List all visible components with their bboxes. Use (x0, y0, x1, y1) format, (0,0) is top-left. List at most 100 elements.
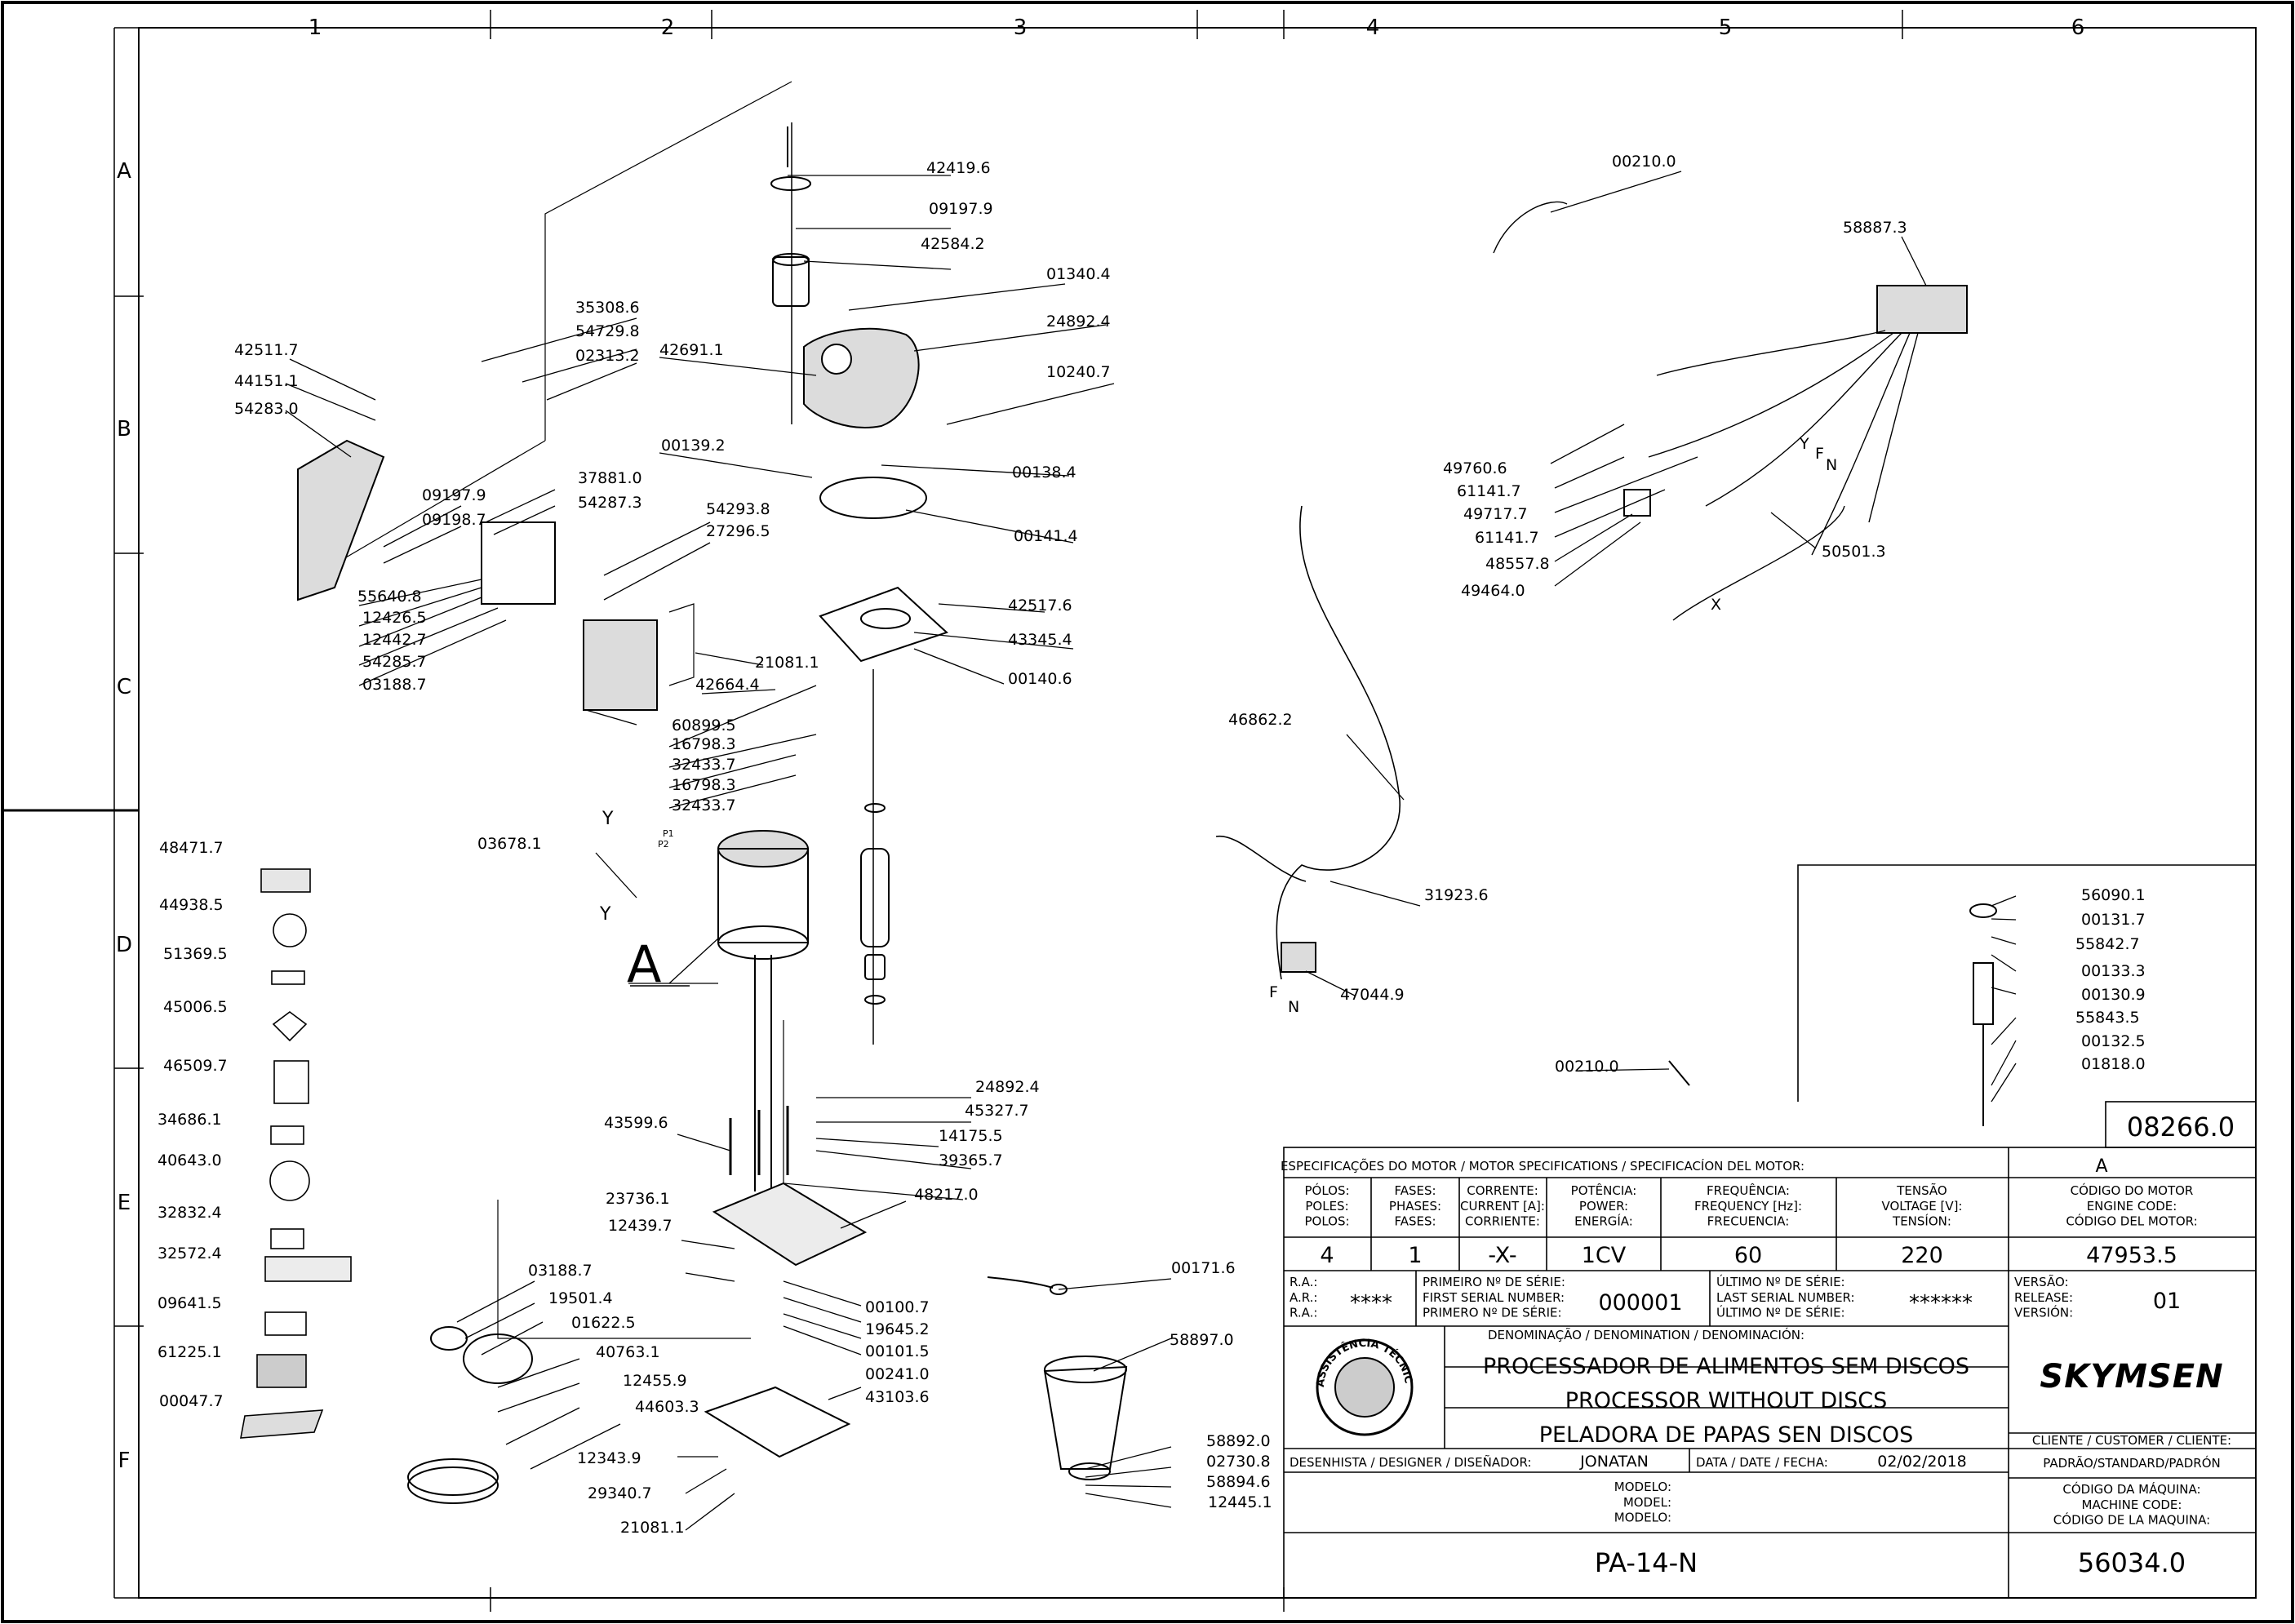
text-line: MODEL: (1623, 1495, 1671, 1510)
wire-letter-y-bottom: Y (599, 904, 611, 925)
text-line: POLOS: (1304, 1214, 1349, 1229)
grid-col-3: 3 (1014, 16, 1028, 40)
callout-47044-9: 47044.9 (1340, 986, 1405, 1004)
callout-00131-7: 00131.7 (2081, 911, 2146, 929)
callout-44603-3: 44603.3 (635, 1398, 699, 1416)
callout-42419-6: 42419.6 (926, 159, 991, 177)
text-line: VERSIÓN: (2014, 1305, 2073, 1320)
triangle-warning-icon (272, 1011, 308, 1042)
callout-48217-0: 48217.0 (914, 1186, 979, 1204)
text-line: FREQUÊNCIA: (1707, 1183, 1790, 1198)
spec-label-frequency: FREQUÊNCIA:FREQUENCY [Hz]:FRECUENCIA: (1694, 1183, 1802, 1229)
denomination-header: DENOMINAÇÃO / DENOMINATION / DENOMINACIÓ… (1488, 1327, 1804, 1342)
text-line: ENGINE CODE: (2087, 1199, 2177, 1214)
callout-00141-4: 00141.4 (1014, 527, 1078, 545)
callout-32832-4: 32832.4 (158, 1204, 222, 1222)
text-line: CÓDIGO DA MÁQUINA: (2062, 1481, 2200, 1497)
callout-16798-3: 16798.3 (672, 735, 736, 753)
text-line: A.R.: (1290, 1290, 1317, 1305)
machine-code-value: 56034.0 (2078, 1547, 2186, 1578)
model-value: PA-14-N (1595, 1547, 1698, 1578)
warning-label-icon (260, 868, 311, 893)
grid-row-labels: A B C D E F (116, 159, 132, 1473)
motor-spec-values: 4 1 -X- 1CV 60 220 47953.5 (1320, 1243, 2177, 1268)
last-serial-value: ****** (1909, 1291, 1973, 1316)
callout-42511-7: 42511.7 (234, 341, 299, 359)
small-label-icon (270, 1125, 304, 1145)
text-line: TENSÃO (1896, 1183, 1947, 1198)
callout-46509-7: 46509.7 (163, 1057, 228, 1075)
callout-50501-3: 50501.3 (1822, 543, 1886, 561)
wire-designators: Y Y P1 P2 F N Y F N X (599, 435, 1837, 1016)
model-label: MODELO:MODEL:MODELO: (1614, 1480, 1671, 1525)
callout-01818-0: 01818.0 (2081, 1055, 2146, 1073)
callout-58894-6: 58894.6 (1206, 1473, 1271, 1491)
client-label: CLIENTE / CUSTOMER / CLIENTE: (2032, 1433, 2231, 1448)
callout-51369-5: 51369.5 (163, 945, 228, 963)
text-line: FIRST SERIAL NUMBER: (1423, 1290, 1565, 1305)
grid-col-5: 5 (1719, 16, 1733, 40)
callout-32433-7-b: 32433.7 (672, 796, 736, 814)
spec-value-power: 1CV (1582, 1243, 1627, 1268)
callout-58887-3: 58887.3 (1843, 219, 1907, 237)
callout-32433-7: 32433.7 (672, 756, 736, 774)
text-line: VERSÃO: (2014, 1274, 2069, 1289)
wire-letter-y-top: Y (601, 809, 614, 829)
line-label-icon (264, 1311, 307, 1336)
text-line: PRIMEIRO Nº DE SÉRIE: (1423, 1274, 1565, 1289)
callout-19501-4: 19501.4 (548, 1289, 613, 1307)
spec-label-poles: PÓLOS:POLES:POLOS: (1304, 1183, 1349, 1229)
text-line: FASES: (1394, 1214, 1436, 1229)
callout-58897-0: 58897.0 (1170, 1331, 1234, 1349)
wire-letter-x-harness: X (1711, 596, 1721, 614)
wire-letter-y-harness: Y (1799, 435, 1809, 453)
spec-value-poles: 4 (1320, 1243, 1334, 1268)
callout-61225-1: 61225.1 (158, 1343, 222, 1361)
callout-09198-7: 09198.7 (422, 511, 486, 529)
callout-42517-6: 42517.6 (1008, 597, 1072, 615)
callout-32572-4: 32572.4 (158, 1245, 222, 1262)
spec-label-phases: FASES:PHASES:FASES: (1389, 1183, 1441, 1229)
callout-00133-3: 00133.3 (2081, 962, 2146, 980)
wire-letter-f-cord: F (1269, 983, 1278, 1001)
callout-19645-2: 19645.2 (865, 1320, 930, 1338)
callout-24892-4-b: 24892.4 (975, 1078, 1040, 1096)
grid-col-6: 6 (2071, 16, 2085, 40)
callout-00100-7: 00100.7 (865, 1298, 930, 1316)
callout-44938-5: 44938.5 (159, 896, 224, 914)
text-line: ÚLTIMO Nº DE SÉRIE: (1716, 1305, 1845, 1320)
text-line: RELEASE: (2014, 1290, 2073, 1305)
callout-12442-7: 12442.7 (362, 631, 427, 649)
callout-54729-8: 54729.8 (575, 322, 640, 340)
ra-value: **** (1350, 1291, 1392, 1316)
callout-00241-0: 00241.0 (865, 1365, 930, 1383)
callout-24892-4: 24892.4 (1046, 313, 1111, 331)
callout-14175-5: 14175.5 (939, 1127, 1003, 1145)
grid-row-d: D (116, 933, 132, 957)
callout-leader-lines (285, 171, 2017, 1531)
spec-value-current: -X- (1488, 1243, 1516, 1268)
callout-27296-5: 27296.5 (706, 522, 770, 540)
text-line: CORRIENTE: (1465, 1214, 1540, 1229)
revision-letter: A (2095, 1156, 2107, 1177)
callout-00047-7: 00047.7 (159, 1392, 224, 1410)
denomination-pt: PROCESSADOR DE ALIMENTOS SEM DISCOS (1483, 1354, 1969, 1379)
callout-16798-3-b: 16798.3 (672, 776, 736, 794)
callout-42664-4: 42664.4 (695, 676, 760, 694)
callout-09197-9-b: 09197.9 (422, 486, 486, 504)
callout-12343-9: 12343.9 (577, 1449, 641, 1467)
callout-29340-7: 29340.7 (588, 1484, 652, 1502)
grid-row-c: C (117, 675, 131, 699)
callout-12455-9: 12455.9 (623, 1372, 687, 1390)
control-panel-label-icon (273, 1060, 309, 1104)
text-line: VOLTAGE [V]: (1882, 1199, 1963, 1214)
photo-label-icon (256, 1354, 307, 1388)
wire-letter-p1: P1 (663, 828, 674, 839)
callout-61141-7: 61141.7 (1457, 482, 1521, 500)
text-line: FREQUENCY [Hz]: (1694, 1199, 1802, 1214)
callout-01340-4: 01340.4 (1046, 265, 1111, 283)
wire-letter-n-harness: N (1826, 456, 1837, 474)
callout-03188-7: 03188.7 (362, 676, 427, 694)
callout-55640-8: 55640.8 (357, 588, 422, 606)
